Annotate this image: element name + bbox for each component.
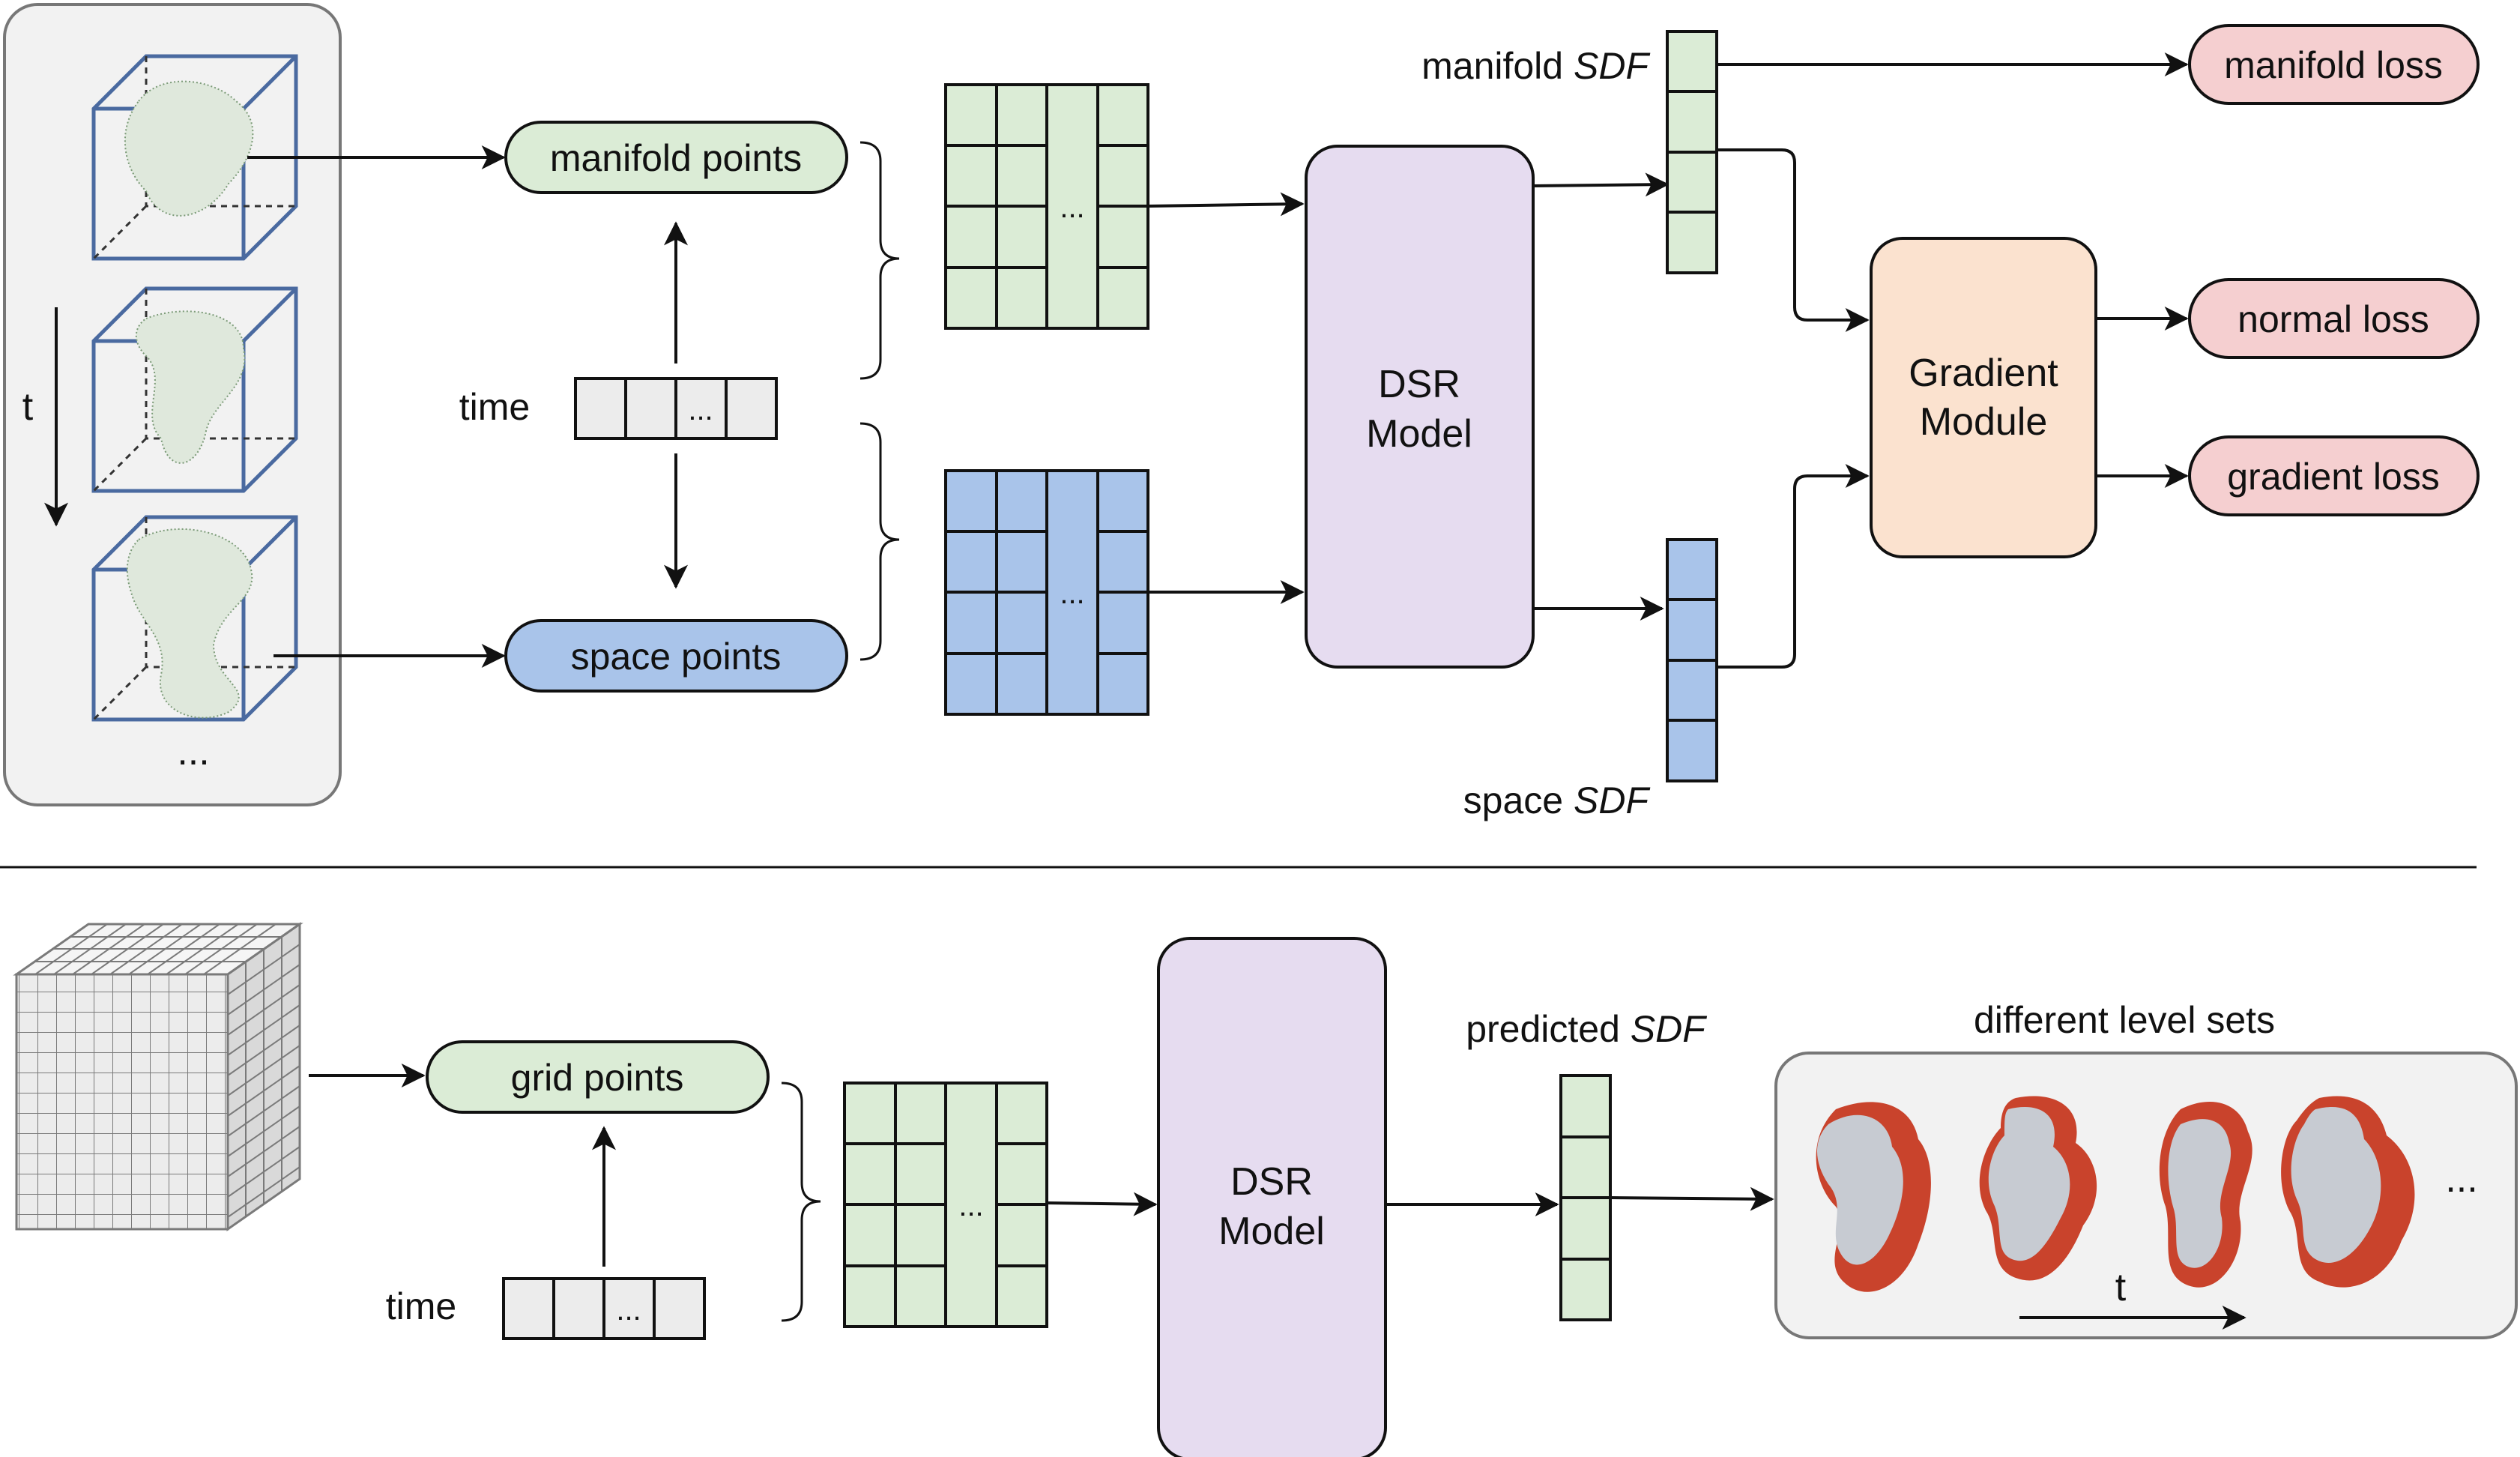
normal-loss-node <box>2188 278 2480 359</box>
predicted-sdf-label: predicted SDF <box>1466 1008 1707 1050</box>
predicted-sdf-prefix: predicted <box>1466 1008 1631 1050</box>
gradient-loss-node <box>2188 435 2480 516</box>
manifold-sdf-prefix: manifold <box>1421 45 1574 87</box>
space-sdf-label: space SDF <box>1463 779 1651 821</box>
frame-3 <box>91 515 298 722</box>
manifold-sdf-suffix: SDF <box>1574 45 1650 87</box>
brace-grid <box>781 1082 821 1322</box>
dsr-model-inference <box>1157 937 1387 1457</box>
predicted-sdf-vector <box>1559 1074 1612 1321</box>
level-set-surface-icon <box>2281 1096 2415 1288</box>
level-set-surface-icon <box>1816 1102 1931 1292</box>
level-sets-title: different level sets <box>1974 999 2275 1041</box>
point-cloud-icon <box>91 286 298 493</box>
dsr-model-training <box>1305 145 1535 669</box>
arrow-manifold-matrix-to-model <box>1147 192 1305 217</box>
space-sdf-prefix: space <box>1463 779 1574 821</box>
arrow-model-to-manifold-sdf <box>1532 172 1670 197</box>
inference-time-vector <box>502 1277 706 1340</box>
dsr-model-inference-line1: DSR <box>1230 1160 1313 1204</box>
space-sdf-suffix: SDF <box>1574 779 1650 821</box>
manifold-loss-label: manifold loss <box>2224 44 2443 86</box>
level-sets-ellipsis: ... <box>2445 1157 2477 1201</box>
gradient-loss-label: gradient loss <box>2227 456 2440 498</box>
gradient-module-line2: Module <box>1920 400 2048 444</box>
grid-points-node <box>426 1040 770 1114</box>
manifold-sdf-vector <box>1666 30 1718 274</box>
space-sdf-vector <box>1666 538 1718 782</box>
manifold-loss-node <box>2188 24 2480 105</box>
space-matrix-ellipsis: ... <box>1060 577 1084 610</box>
dsr-model-training-line1: DSR <box>1378 363 1460 406</box>
manifold-feature-matrix <box>944 83 1149 330</box>
grid-matrix-ellipsis: ... <box>958 1189 983 1222</box>
inference-time-vector-ellipsis: ... <box>616 1294 641 1327</box>
predicted-sdf-suffix: SDF <box>1631 1008 1707 1050</box>
frame-1 <box>91 54 298 261</box>
level-set-1 <box>1816 1102 1931 1292</box>
level-set-3 <box>2159 1102 2252 1288</box>
space-points-label: space points <box>571 636 782 678</box>
gradient-module <box>1870 237 2097 558</box>
space-points-node <box>504 619 848 693</box>
manifold-sdf-label: manifold SDF <box>1421 45 1650 87</box>
arrow-grid-matrix-to-model <box>1046 1192 1158 1216</box>
manifold-points-node <box>504 121 848 194</box>
brace-space <box>859 422 900 661</box>
level-set-surface-icon <box>1979 1096 2097 1281</box>
dsr-model-inference-line2: Model <box>1218 1210 1325 1253</box>
manifold-points-label: manifold points <box>550 137 802 179</box>
arrow-space-sdf-to-gradient <box>1717 464 1870 669</box>
manifold-matrix-ellipsis: ... <box>1060 191 1084 224</box>
gradient-module-line1: Gradient <box>1909 352 2058 395</box>
level-time-label: t <box>2115 1266 2127 1309</box>
level-set-4 <box>2281 1096 2415 1288</box>
frames-ellipsis: ... <box>177 730 209 773</box>
frame-2 <box>91 286 298 493</box>
grid-points-label: grid points <box>511 1057 684 1099</box>
time-label: time <box>459 386 530 428</box>
voxel-cube-icon <box>13 922 303 1231</box>
level-set-surface-icon <box>2159 1102 2252 1288</box>
level-set-2 <box>1979 1096 2097 1281</box>
normal-loss-label: normal loss <box>2238 298 2429 340</box>
inference-time-label: time <box>386 1285 456 1327</box>
arrow-manifold-sdf-to-gradient <box>1717 148 1870 332</box>
dsr-model-training-line2: Model <box>1366 412 1472 456</box>
arrow-sdf-to-level-sets <box>1610 1186 1774 1211</box>
space-feature-matrix <box>944 469 1149 716</box>
time-vector-ellipsis: ... <box>688 393 713 426</box>
point-cloud-icon <box>91 54 298 261</box>
grid-feature-matrix <box>843 1082 1048 1328</box>
time-vector <box>574 377 778 440</box>
time-axis-label: t <box>22 385 34 429</box>
point-cloud-icon <box>91 515 298 722</box>
brace-manifold <box>859 141 900 380</box>
